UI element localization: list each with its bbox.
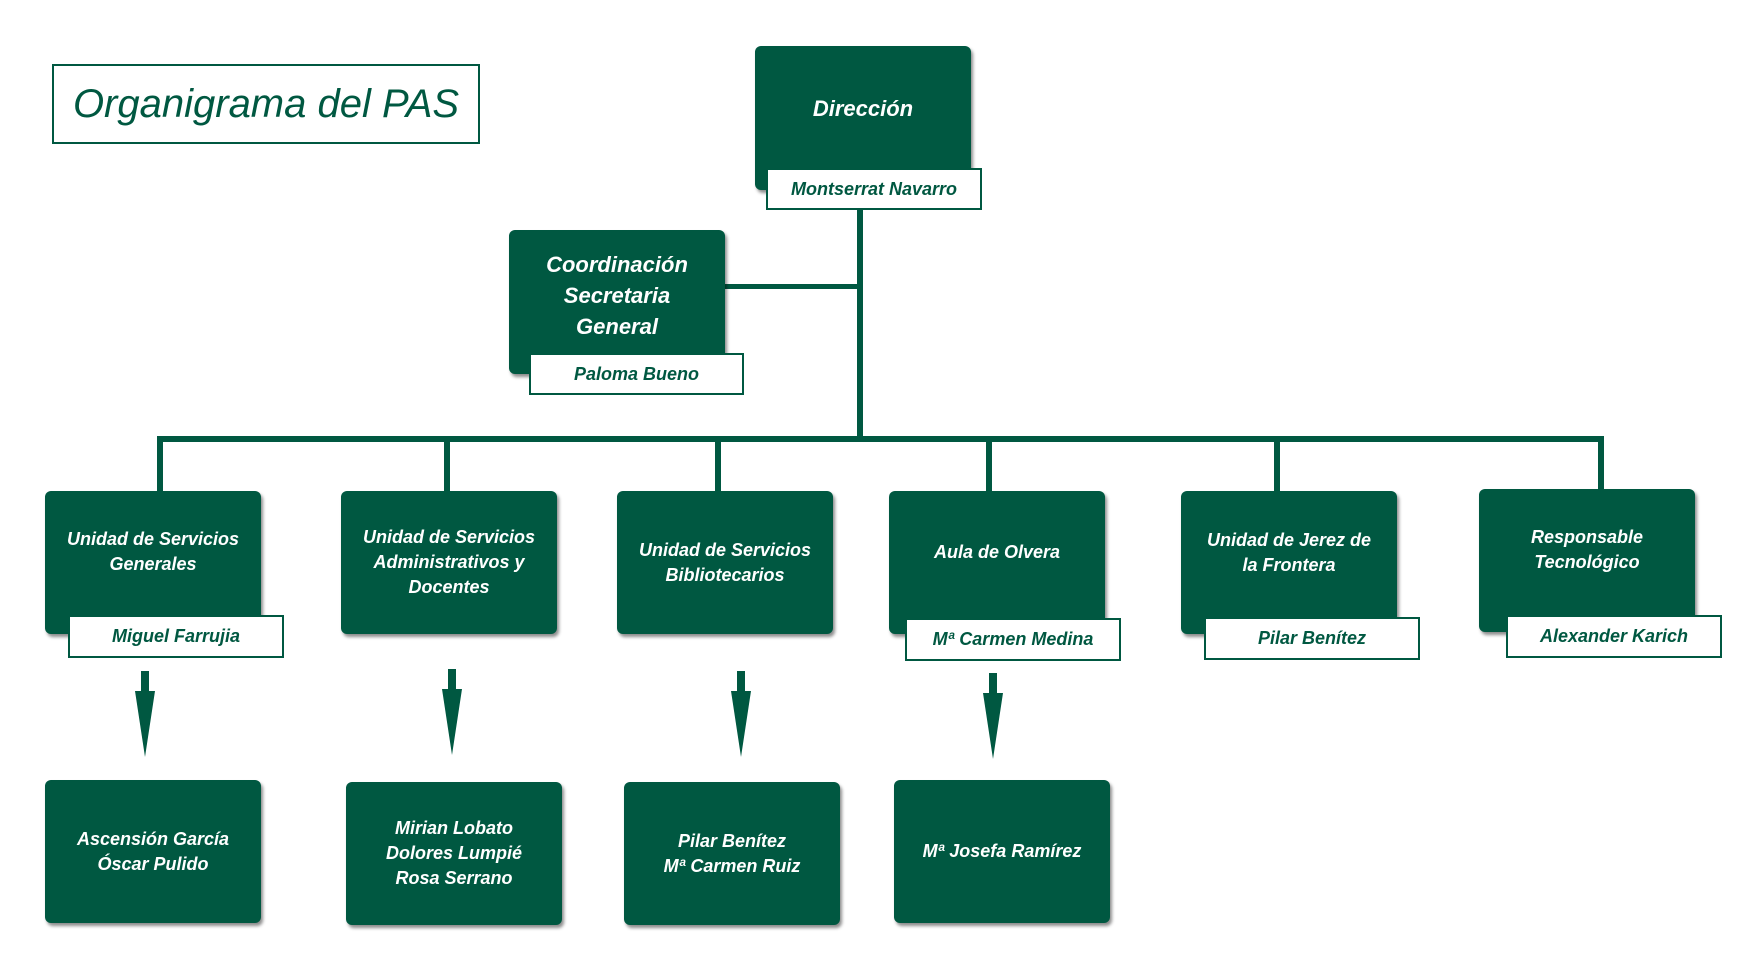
staff-box-administrativos-docentes: Mirian Lobato Dolores Lumpié Rosa Serran… [346, 782, 562, 925]
connector-unit-6 [1598, 436, 1604, 490]
unit-person-jerez: Pilar Benítez [1204, 617, 1420, 660]
direccion-box: Dirección [755, 46, 971, 190]
unit-box-responsable-tecnologico: Responsable Tecnológico [1479, 489, 1695, 632]
unit-box-servicios-generales: Unidad de Servicios Generales [45, 491, 261, 634]
unit-label: Unidad de Servicios Generales [66, 528, 240, 574]
coordinacion-person-text: Paloma Bueno [573, 363, 700, 384]
unit-box-bibliotecarios: Unidad de Servicios Bibliotecarios [617, 491, 833, 634]
coordinacion-box: Coordinación Secretaria General [509, 230, 725, 374]
unit-person-text: Mª Carmen Medina [932, 629, 1094, 649]
coordinacion-person: Paloma Bueno [529, 353, 744, 395]
arrow-down-icon [442, 669, 462, 757]
connector-main-vertical [857, 208, 863, 440]
arrow-down-icon [731, 671, 751, 759]
coordinacion-label: Coordinación Secretaria General [546, 251, 688, 339]
staff-box-aula-olvera: Mª Josefa Ramírez [894, 780, 1110, 923]
unit-person-text: Pilar Benítez [1257, 628, 1367, 648]
connector-unit-4 [986, 436, 992, 492]
staff-names: Ascensión García Óscar Pulido [76, 828, 230, 874]
staff-names: Mirian Lobato Dolores Lumpié Rosa Serran… [385, 818, 523, 888]
staff-box-servicios-generales: Ascensión García Óscar Pulido [45, 780, 261, 923]
unit-label: Aula de Olvera [933, 542, 1061, 562]
unit-label: Unidad de Jerez de la Frontera [1206, 529, 1372, 575]
direccion-person-text: Montserrat Navarro [790, 178, 958, 199]
connector-unit-1 [157, 436, 163, 492]
connector-unit-3 [715, 436, 721, 492]
unit-person-responsable-tecnologico: Alexander Karich [1506, 615, 1722, 658]
chart-title: Organigrama del PAS [52, 64, 480, 144]
connector-coordinacion [725, 284, 861, 289]
connector-unit-2 [444, 436, 450, 492]
staff-box-bibliotecarios: Pilar Benítez Mª Carmen Ruiz [624, 782, 840, 925]
arrow-down-icon [135, 671, 155, 759]
unit-box-aula-olvera: Aula de Olvera [889, 491, 1105, 634]
direccion-label: Dirección [812, 95, 914, 121]
chart-title-text: Organigrama del PAS [72, 81, 460, 126]
unit-label: Responsable Tecnológico [1530, 526, 1644, 572]
connector-unit-5 [1274, 436, 1280, 492]
unit-label: Unidad de Servicios Bibliotecarios [638, 539, 812, 585]
unit-person-text: Alexander Karich [1539, 626, 1689, 646]
unit-box-jerez: Unidad de Jerez de la Frontera [1181, 491, 1397, 634]
arrow-down-icon [983, 673, 1003, 761]
staff-names: Mª Josefa Ramírez [922, 841, 1082, 861]
unit-person-servicios-generales: Miguel Farrujia [68, 615, 284, 658]
unit-label: Unidad de Servicios Administrativos y Do… [362, 527, 536, 597]
unit-person-text: Miguel Farrujia [111, 626, 241, 646]
direccion-person: Montserrat Navarro [766, 168, 982, 210]
staff-names: Pilar Benítez Mª Carmen Ruiz [663, 830, 801, 876]
unit-box-administrativos-docentes: Unidad de Servicios Administrativos y Do… [341, 491, 557, 634]
connector-horizontal-bus [157, 436, 1604, 442]
unit-person-aula-olvera: Mª Carmen Medina [905, 618, 1121, 661]
